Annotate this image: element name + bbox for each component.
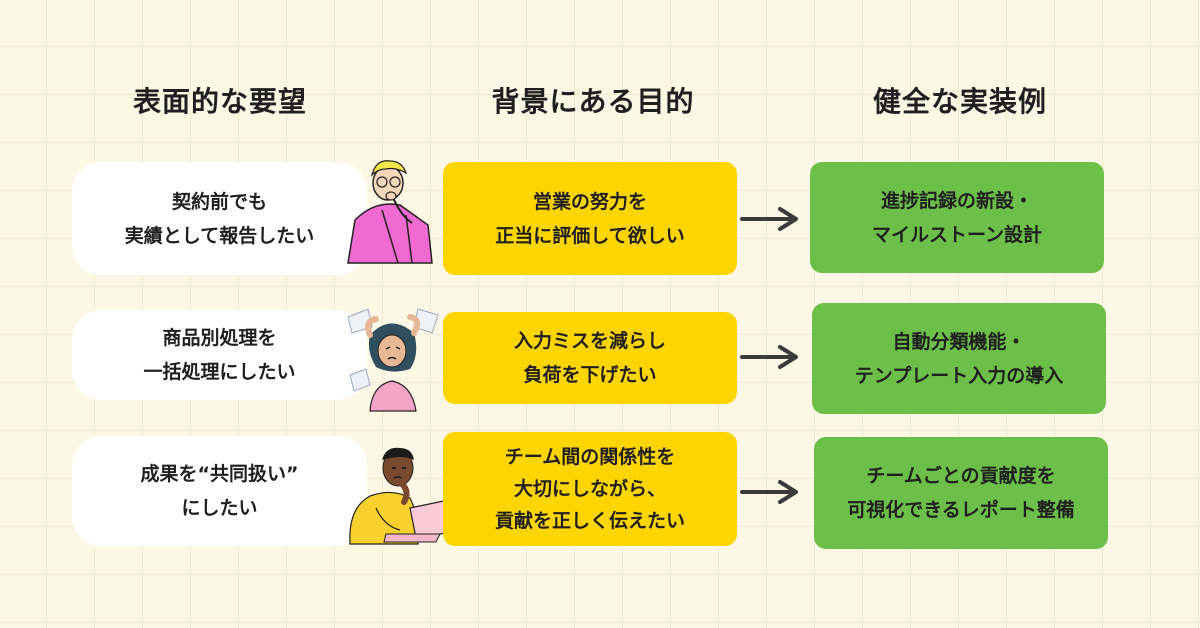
person-hand-on-chin-illustration — [347, 160, 433, 264]
purpose-box-3: チーム間の関係性を 大切にしながら、 貢献を正しく伝えたい — [443, 432, 737, 546]
arrow-right-icon — [740, 480, 798, 504]
header-surface-requests: 表面的な要望 — [132, 85, 307, 118]
person-with-laptop-illustration — [349, 447, 465, 545]
surface-request-box-3: 成果を“共同扱い” にしたい — [72, 436, 367, 546]
implementation-box-2: 自動分類機能・ テンプレート入力の導入 — [812, 303, 1106, 414]
implementation-box-1: 進捗記録の新設・ マイルストーン設計 — [810, 162, 1104, 273]
arrow-right-icon — [740, 345, 798, 369]
surface-request-box-1: 契約前でも 実績として報告したい — [72, 162, 367, 275]
implementation-box-3: チームごとの貢献度を 可視化できるレポート整備 — [814, 437, 1108, 549]
header-underlying-purpose: 背景にある目的 — [491, 85, 695, 118]
purpose-box-1: 営業の努力を 正当に評価して欲しい — [443, 162, 737, 275]
purpose-box-2: 入力ミスを減らし 負荷を下げたい — [443, 312, 737, 404]
arrow-right-icon — [740, 207, 798, 231]
surface-request-box-2: 商品別処理を 一括処理にしたい — [72, 310, 367, 400]
header-healthy-implementation: 健全な実装例 — [872, 85, 1047, 118]
stressed-person-papers-illustration — [347, 308, 439, 412]
